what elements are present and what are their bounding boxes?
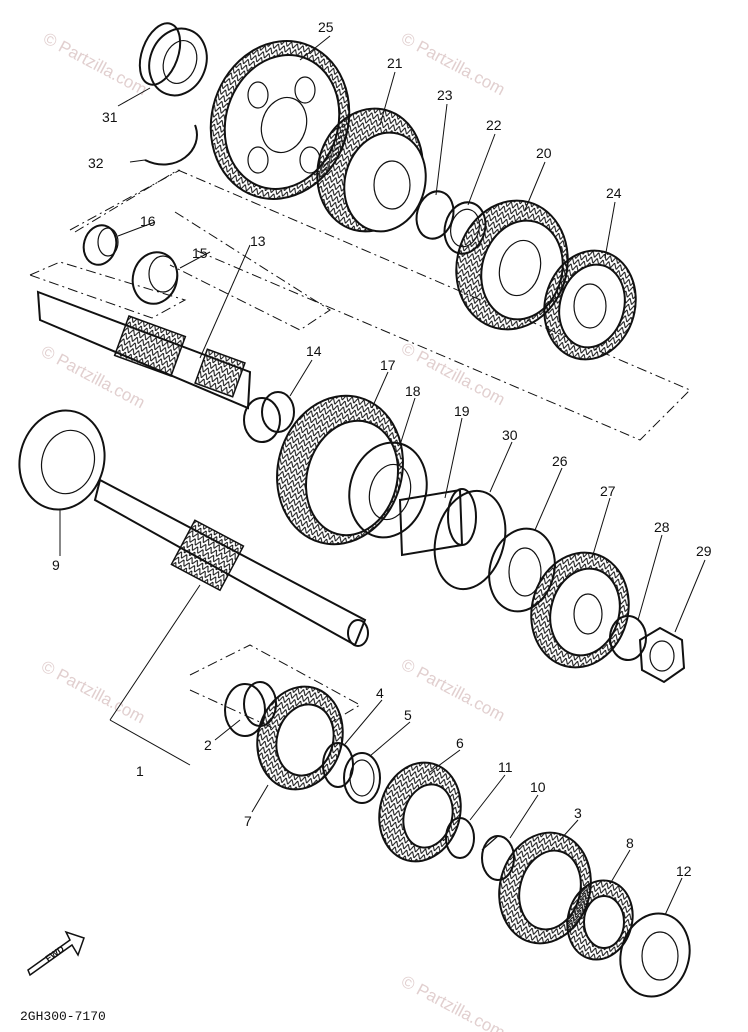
washer-5-part	[343, 752, 381, 804]
bearing-12-part	[619, 912, 691, 998]
gear-17-part	[276, 394, 404, 546]
gear-24-part	[543, 249, 637, 361]
bearing-9-part	[18, 409, 106, 511]
drive-axle-1-part	[93, 478, 369, 647]
callout-15: 15	[192, 245, 208, 261]
callout-9: 9	[52, 557, 60, 573]
washer-11-part	[445, 817, 475, 859]
circlip-30-part	[433, 489, 507, 591]
fwd-arrow-icon: FWD	[27, 930, 85, 977]
nut-29-part	[638, 626, 686, 684]
callout-31: 31	[102, 109, 118, 125]
circlip-23-part	[415, 190, 455, 240]
sprocket-27-part	[530, 551, 630, 669]
gear-20-part	[455, 199, 569, 331]
callout-labels: 25 21 23 22 20 24 31 32 16 15 13 14 17 1…	[52, 19, 712, 879]
callout-7: 7	[244, 813, 252, 829]
svg-text:© Partzilla.com: © Partzilla.com	[40, 29, 150, 100]
callout-28: 28	[654, 519, 670, 535]
bushing-16-part	[82, 224, 119, 266]
callout-26: 26	[552, 453, 568, 469]
gear-25-part	[209, 40, 351, 200]
callout-14: 14	[306, 343, 322, 359]
callout-5: 5	[404, 707, 412, 723]
callout-19: 19	[454, 403, 470, 419]
callout-20: 20	[536, 145, 552, 161]
callout-22: 22	[486, 117, 502, 133]
callout-11: 11	[498, 759, 513, 775]
leader-lines	[59, 35, 706, 916]
callout-32: 32	[88, 155, 104, 171]
svg-text:© Partzilla.com: © Partzilla.com	[398, 655, 508, 726]
callout-6: 6	[456, 735, 464, 751]
collar-19-part	[398, 488, 477, 557]
callout-27: 27	[600, 483, 616, 499]
callout-25: 25	[318, 19, 334, 35]
callout-10: 10	[530, 779, 546, 795]
callout-18: 18	[405, 383, 421, 399]
bearing-31-part	[138, 22, 208, 97]
gear-6-part	[378, 761, 462, 863]
gear-7-part	[256, 685, 344, 791]
callout-13: 13	[250, 233, 266, 249]
callout-30: 30	[502, 427, 518, 443]
bushing-14-part	[243, 391, 295, 443]
callout-16: 16	[140, 213, 156, 229]
callout-23: 23	[437, 87, 453, 103]
bushing-15-part	[131, 251, 179, 305]
diagram-code: 2GH300-7170	[20, 1009, 106, 1024]
gear-21-part	[316, 107, 427, 233]
gear-8-part	[566, 879, 634, 961]
circlip-32-part	[144, 124, 198, 166]
callout-29: 29	[696, 543, 712, 559]
callout-8: 8	[626, 835, 634, 851]
svg-text:© Partzilla.com: © Partzilla.com	[398, 29, 508, 100]
callout-17: 17	[380, 357, 396, 373]
callout-3: 3	[574, 805, 582, 821]
svg-text:© Partzilla.com: © Partzilla.com	[38, 657, 148, 728]
callout-1: 1	[136, 763, 144, 779]
main-axle-13-part	[36, 290, 252, 410]
lock-washer-28-part	[609, 615, 647, 661]
callout-4: 4	[376, 685, 384, 701]
svg-text:© Partzilla.com: © Partzilla.com	[398, 972, 508, 1032]
callout-12: 12	[676, 863, 692, 879]
callout-2: 2	[204, 737, 212, 753]
callout-24: 24	[606, 185, 622, 201]
callout-21: 21	[387, 55, 403, 71]
